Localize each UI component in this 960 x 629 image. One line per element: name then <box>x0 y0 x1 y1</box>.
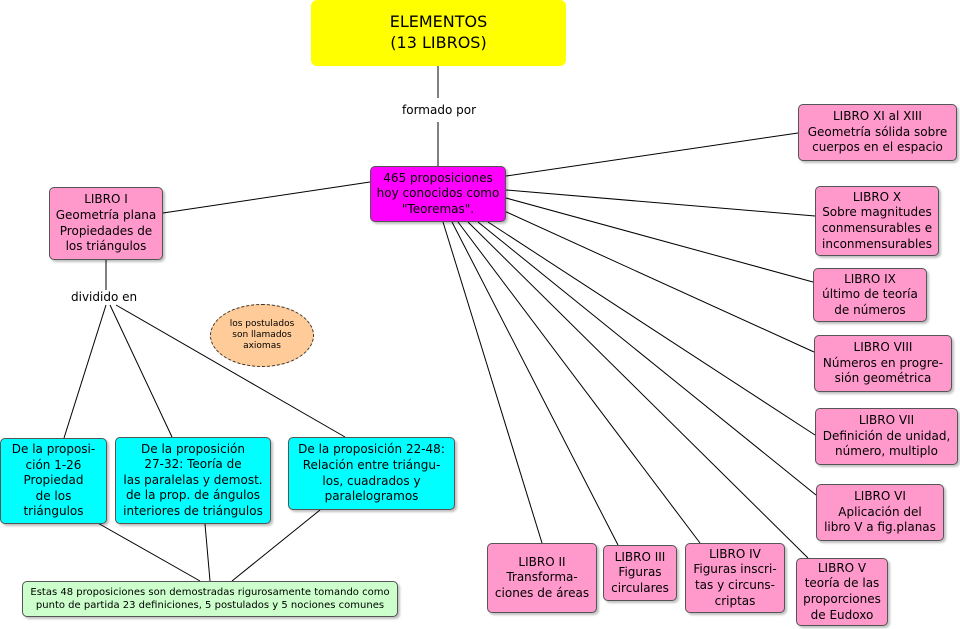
libro-ix-node: LIBRO IX último de teoría de números <box>813 268 927 322</box>
libro-i-node: LIBRO I Geometría plana Propiedades de l… <box>49 187 163 260</box>
libro-viii-node: LIBRO VIII Números en progre- sión geomé… <box>814 335 952 392</box>
prop-27-32-text: De la proposición 27-32: Teoría de las p… <box>123 441 263 518</box>
prop-1-26-node: De la proposi- ción 1-26 Propiedad de lo… <box>0 438 107 524</box>
libro-vii-text: LIBRO VII Definición de unidad, número, … <box>822 413 951 459</box>
libro-iii-text: LIBRO III Figuras circulares <box>611 549 669 595</box>
axiomas-note-text: los postulados son llamados axiomas <box>229 318 295 352</box>
link-label-dividido-en: dividido en <box>70 290 139 304</box>
libro-iii-node: LIBRO III Figuras circulares <box>603 545 677 601</box>
libro-x-text: LIBRO X Sobre magnitudes conmensurables … <box>821 189 933 251</box>
libro-v-node: LIBRO V teoría de las proporciones de Eu… <box>796 558 888 626</box>
prop-27-32-node: De la proposición 27-32: Teoría de las p… <box>115 437 271 524</box>
libro-ii-node: LIBRO II Transforma- ciones de áreas <box>487 543 597 613</box>
libro-i-text: LIBRO I Geometría plana Propiedades de l… <box>55 192 157 254</box>
center-text: 465 proposiciones hoy conocidos como "Te… <box>376 170 500 216</box>
prop-22-48-node: De la proposición 22-48: Relación entre … <box>288 437 455 510</box>
libro-xi-xiii-text: LIBRO XI al XIII Geometría sólida sobre … <box>807 109 948 155</box>
root-title: ELEMENTOS (13 LIBROS) <box>389 12 488 52</box>
summary-node: Estas 48 proposiciones son demostradas r… <box>22 581 398 617</box>
root-node-elementos: ELEMENTOS (13 LIBROS) <box>311 0 566 66</box>
prop-22-48-text: De la proposición 22-48: Relación entre … <box>298 442 445 504</box>
summary-text: Estas 48 proposiciones son demostradas r… <box>30 587 390 611</box>
libro-vi-text: LIBRO VI Aplicación del libro V a fig.pl… <box>824 489 936 535</box>
libro-iv-node: LIBRO IV Figuras inscri- tas y circuns- … <box>685 543 785 613</box>
axiomas-note-oval: los postulados son llamados axiomas <box>210 304 314 367</box>
libro-vii-node: LIBRO VII Definición de unidad, número, … <box>815 408 958 465</box>
libro-ii-text: LIBRO II Transforma- ciones de áreas <box>494 554 590 600</box>
libro-xi-xiii-node: LIBRO XI al XIII Geometría sólida sobre … <box>798 104 957 161</box>
libro-iv-text: LIBRO IV Figuras inscri- tas y circuns- … <box>693 546 777 608</box>
link-label-formado-por: formado por <box>401 103 477 117</box>
libro-x-node: LIBRO X Sobre magnitudes conmensurables … <box>815 186 939 256</box>
libro-vi-node: LIBRO VI Aplicación del libro V a fig.pl… <box>816 484 944 541</box>
prop-1-26-text: De la proposi- ción 1-26 Propiedad de lo… <box>11 442 96 519</box>
libro-v-text: LIBRO V teoría de las proporciones de Eu… <box>803 560 881 622</box>
libro-viii-text: LIBRO VIII Números en progre- sión geomé… <box>822 340 944 386</box>
center-node-proposiciones: 465 proposiciones hoy conocidos como "Te… <box>370 166 506 222</box>
libro-ix-text: LIBRO IX último de teoría de números <box>822 271 918 317</box>
